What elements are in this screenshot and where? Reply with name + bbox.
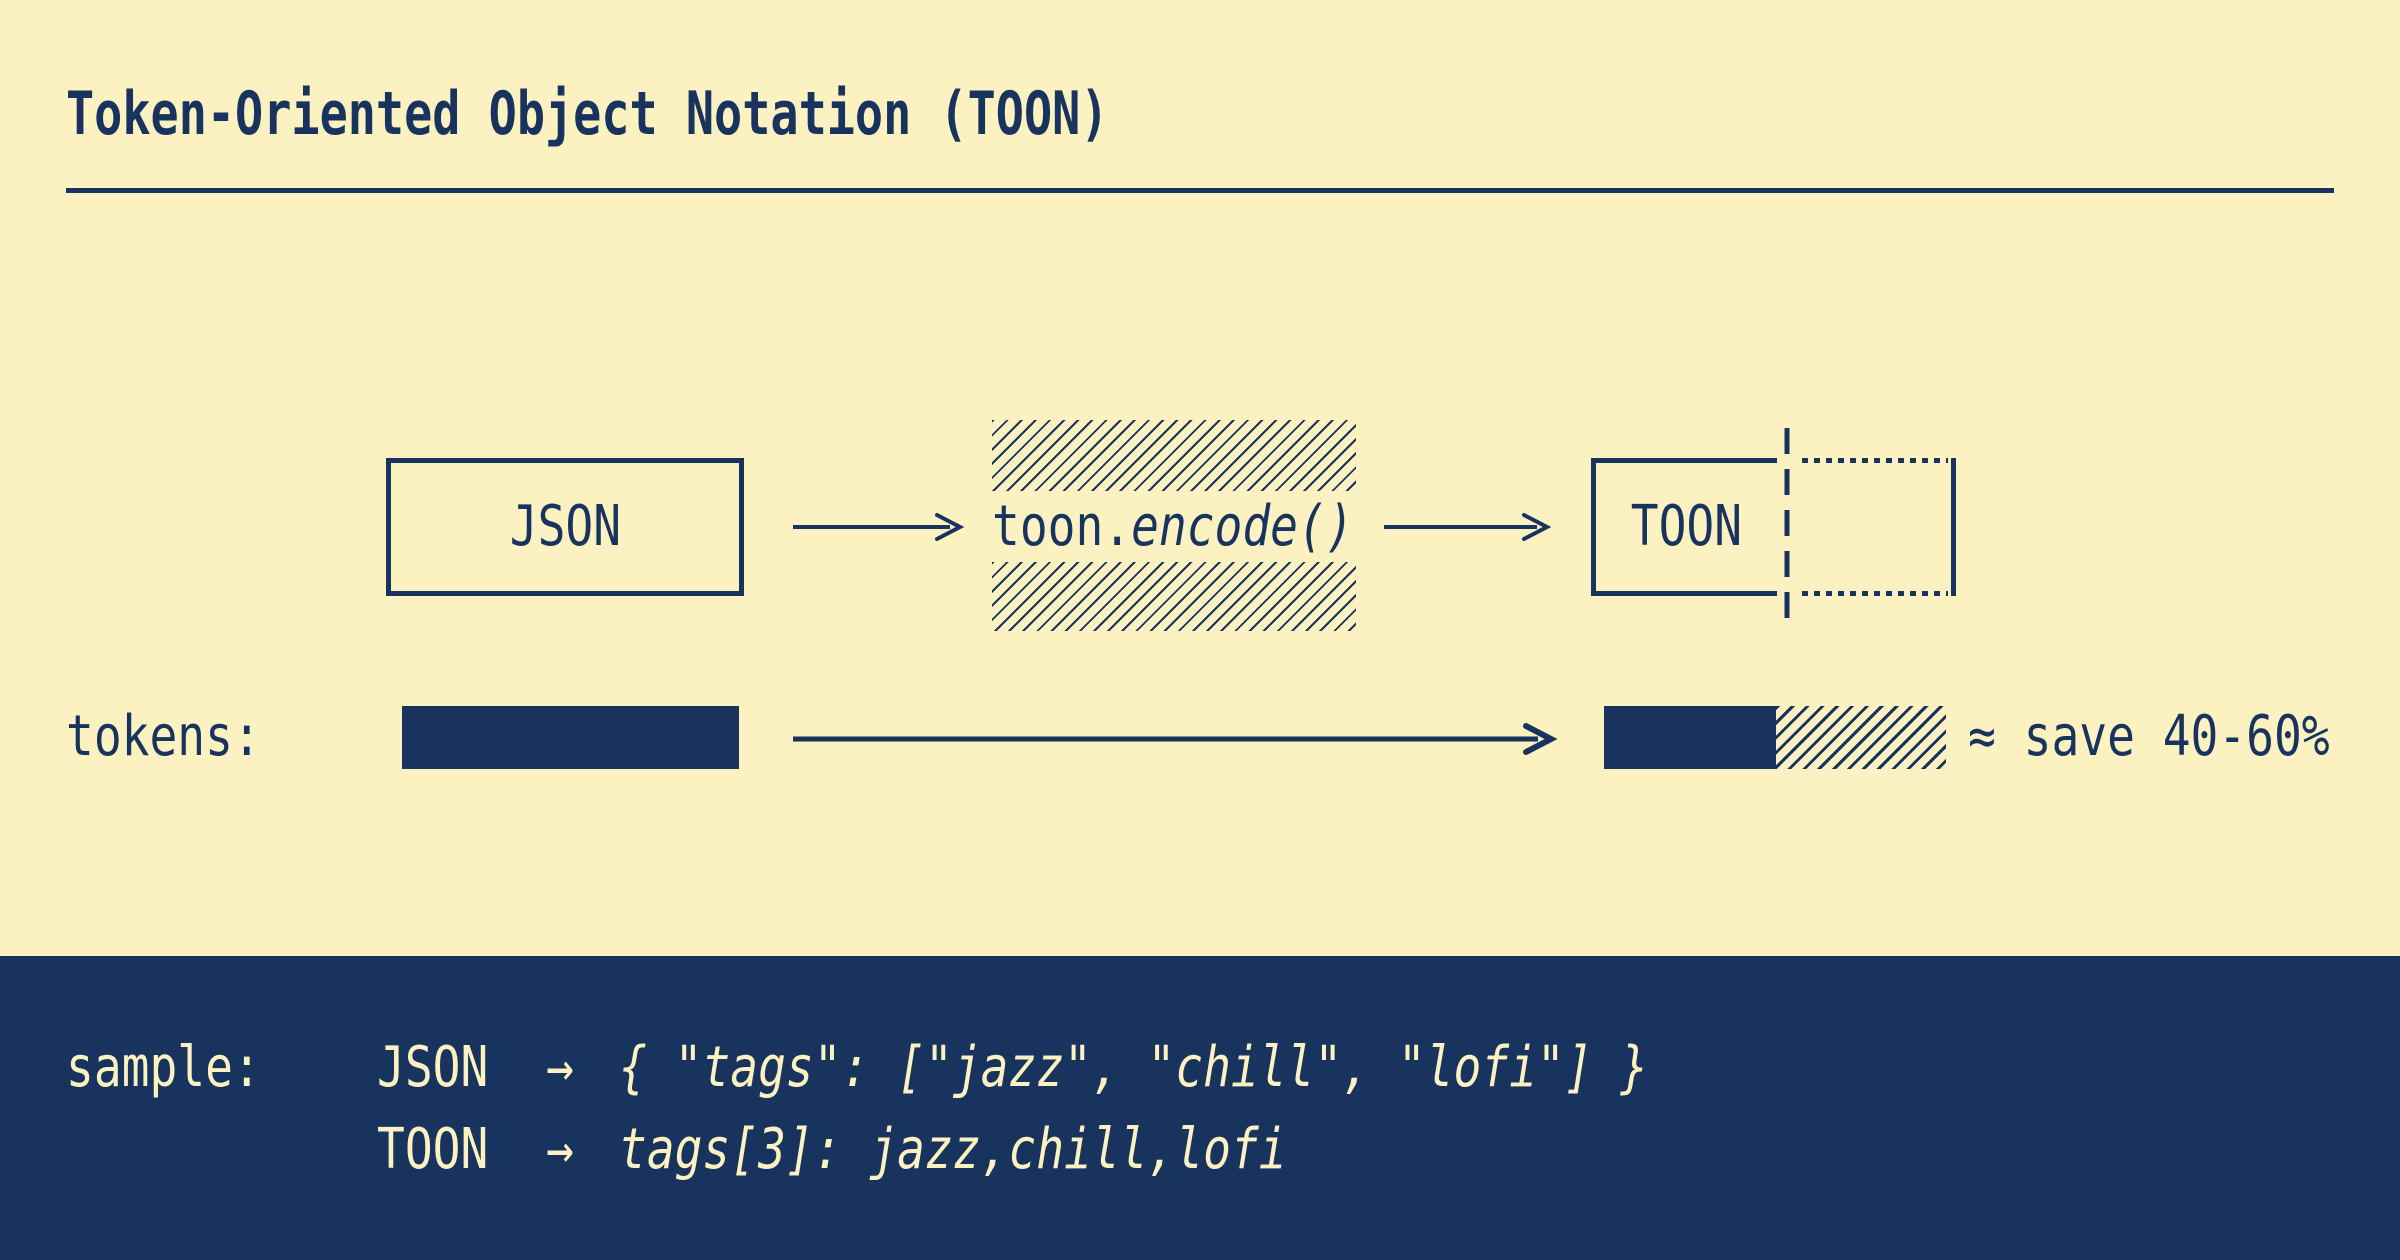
- encode-label: toon.encode(): [992, 499, 1354, 555]
- arrow-right-glyph: →: [546, 1035, 574, 1100]
- arrow-right-glyph: →: [546, 1117, 574, 1182]
- dashed-cut-line-icon: [1784, 428, 1790, 628]
- json-box: JSON: [386, 458, 744, 596]
- arrow-right-icon: [1384, 513, 1552, 541]
- toon-ghost-box: [1802, 458, 1956, 596]
- header-divider: [66, 188, 2334, 193]
- ghost-right-edge: [1951, 458, 1956, 596]
- arrow-right-icon: [793, 513, 965, 541]
- page-title: Token-Oriented Object Notation (TOON): [66, 79, 1109, 149]
- encode-label-prefix: toon.: [992, 494, 1132, 559]
- sample-row-content: { "tags": ["jazz", "chill", "lofi"] }: [619, 1035, 1649, 1100]
- encode-hatch-top: [992, 420, 1356, 491]
- sample-label: sample:: [66, 1035, 261, 1100]
- saved-token-bar-hatch: [1776, 706, 1946, 769]
- toon-box: TOON: [1591, 458, 1777, 596]
- json-box-label: JSON: [509, 494, 621, 559]
- ghost-top-dotted-edge: [1802, 458, 1948, 463]
- ghost-bottom-dotted-edge: [1802, 591, 1948, 596]
- sample-row-content: tags[3]: jazz,chill,lofi: [619, 1117, 1287, 1182]
- toon-token-bar: [1604, 706, 1776, 769]
- sample-panel: [0, 956, 2400, 1260]
- savings-label: ≈ save 40-60%: [1968, 704, 2330, 769]
- tokens-label: tokens:: [66, 704, 261, 769]
- json-token-bar: [402, 706, 739, 769]
- toon-box-label: TOON: [1630, 494, 1743, 559]
- long-arrow-right-icon: [793, 723, 1558, 755]
- sample-row-format: JSON: [377, 1035, 489, 1100]
- sample-row-format: TOON: [377, 1117, 489, 1182]
- encode-label-call: encode(): [1131, 494, 1354, 559]
- encode-hatch-bottom: [992, 562, 1356, 631]
